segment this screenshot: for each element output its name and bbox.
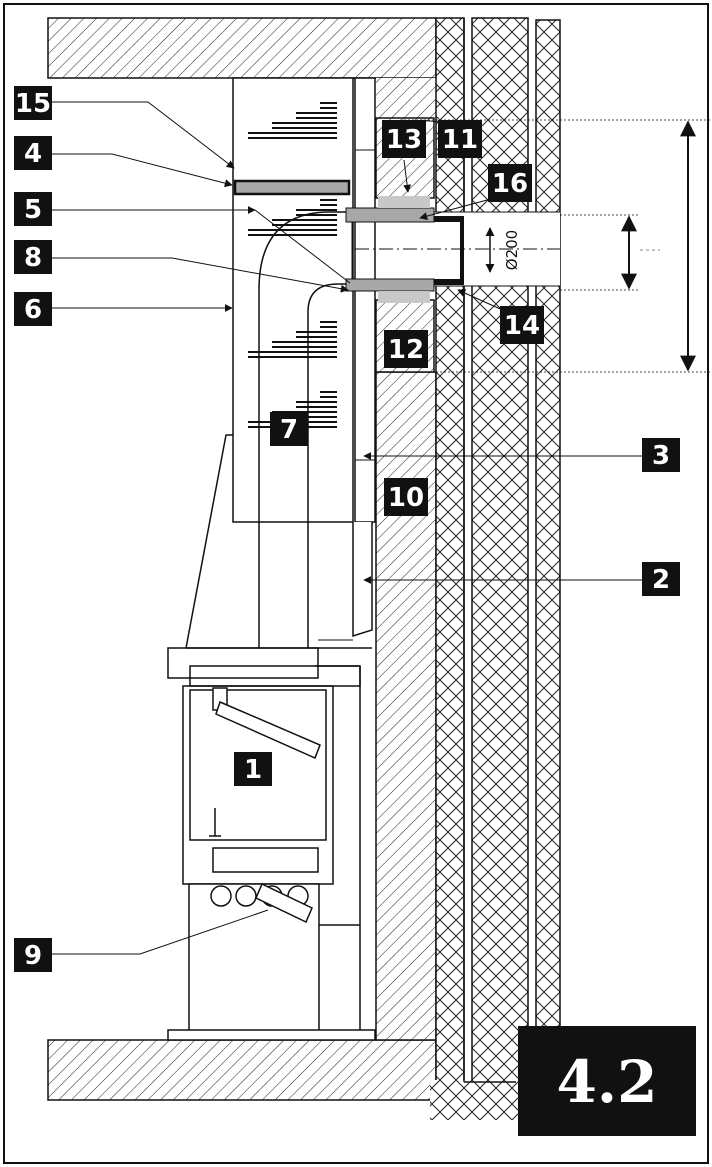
leader-13 [403,159,412,193]
floor-slab [47,1039,437,1101]
connector-bottom [434,279,462,285]
svg-text:1: 1 [244,755,262,785]
sealing-strip-top [378,196,430,208]
leader-8 [52,257,349,293]
label-8: 8 [14,240,52,274]
vent-grille-upper [248,102,337,139]
svg-text:4: 4 [24,139,42,169]
masonry-wall-lower [375,371,437,1041]
svg-text:9: 9 [24,941,42,971]
masonry-wall-top [376,78,436,118]
hood-casing [232,77,354,523]
svg-text:11: 11 [442,125,478,155]
insulation-bottom [430,1080,525,1120]
label-15: 15 [14,86,52,120]
svg-text:12: 12 [388,335,424,365]
svg-text:6: 6 [24,295,42,325]
insulation-layer-inner [435,17,465,1119]
diameter-label: Ø200 [503,230,521,270]
leader-9 [52,909,269,955]
svg-text:10: 10 [388,483,424,513]
label-16: 16 [488,164,532,202]
flue-pipe-inner [307,283,348,662]
leader-15 [52,101,235,169]
svg-text:2: 2 [652,565,670,595]
figure-number: 4.2 [557,1048,658,1116]
wall-sleeve-bottom [345,278,435,292]
flue-pipe-outer [258,211,348,662]
door-handle [215,700,321,760]
connector-top [434,216,462,222]
svg-text:5: 5 [24,195,42,225]
label-5: 5 [14,192,52,226]
wall-sleeve-top [345,207,435,223]
leader-4 [52,153,233,188]
label-14: 14 [500,306,544,344]
label-7: 7 [270,412,308,446]
label-9: 9 [14,938,52,972]
stove-body [167,647,376,1041]
lower-panel [352,522,373,638]
label-2: 2 [642,562,680,596]
leader-14 [457,289,508,313]
sealing-strip-bottom [378,291,430,303]
label-6: 6 [14,292,52,326]
label-10: 10 [384,478,428,516]
svg-text:8: 8 [24,243,42,273]
label-3: 3 [642,438,680,472]
label-4: 4 [14,136,52,170]
figure-number-badge: 4.2 [518,1026,696,1136]
hood-slope [185,434,233,649]
svg-text:3: 3 [652,441,670,471]
label-11: 11 [438,120,482,158]
ceiling-slab [47,17,437,79]
svg-text:15: 15 [15,89,51,119]
outer-frame [3,3,709,1164]
label-13: 13 [382,120,426,158]
svg-text:14: 14 [504,311,540,341]
svg-text:7: 7 [280,415,298,445]
ash-handle [255,882,313,924]
svg-text:16: 16 [492,169,528,199]
vent-grille-lower [248,321,337,358]
label-1: 1 [234,752,272,786]
insulation-layer-outer [535,19,561,1071]
svg-text:13: 13 [386,125,422,155]
label-12: 12 [384,330,428,368]
insulation-panel [354,77,376,523]
deflector-plate [233,179,351,196]
